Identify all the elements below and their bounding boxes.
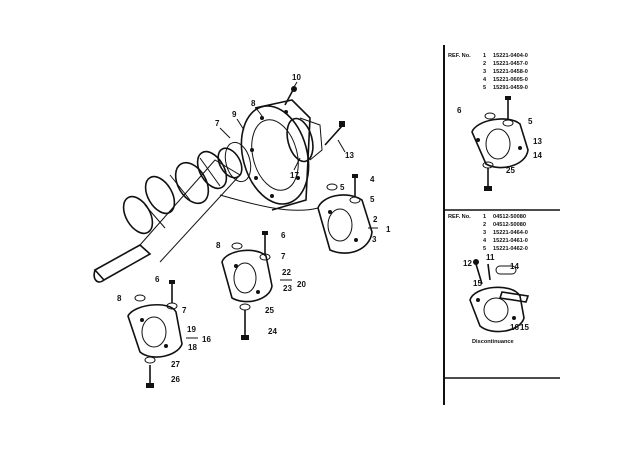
label-16: 16 (510, 323, 519, 332)
label-8b: 8 (216, 241, 221, 250)
main-callouts: 10 8 9 7 13 17 5 4 5 2 3 1 6 8 7 22 23 2… (117, 73, 391, 384)
callout-leaders (186, 81, 378, 339)
ref-num: 2 (483, 61, 486, 67)
ref-num: 4 (483, 77, 487, 83)
label-6b: 6 (155, 275, 160, 284)
main-bearing-middle (221, 249, 273, 303)
bolts-6-7-24-25 (231, 231, 271, 340)
label-22: 22 (282, 268, 291, 277)
panel-dividers (443, 45, 560, 405)
oil-seal-retainer-drawing (469, 259, 530, 333)
label-6a: 6 (281, 231, 286, 240)
label-3: 3 (372, 235, 377, 244)
label-24: 24 (268, 327, 277, 336)
bolts-4-5 (326, 174, 361, 204)
label-13: 13 (345, 151, 354, 160)
bolt-13 (324, 121, 345, 146)
label-15b: 15 (520, 323, 529, 332)
ref-code: 15221-0404-0 (493, 53, 528, 59)
label-13: 13 (533, 137, 542, 146)
label-7c: 7 (182, 306, 187, 315)
label-20: 20 (297, 280, 306, 289)
ref-num: 1 (483, 53, 486, 59)
label-17: 17 (290, 171, 299, 180)
label-4: 4 (370, 175, 375, 184)
label-12: 12 (463, 259, 472, 268)
label-5b: 5 (370, 195, 375, 204)
label-2: 2 (373, 215, 378, 224)
label-8: 8 (251, 99, 256, 108)
label-5: 5 (528, 117, 533, 126)
ref-num: 3 (483, 230, 486, 236)
label-14: 14 (510, 262, 519, 271)
ref-num: 1 (483, 214, 486, 220)
bearing-cap-top-drawing (471, 96, 529, 191)
main-bearing-front (317, 194, 373, 254)
ref-code: 15291-0459-0 (493, 85, 528, 91)
ref-code: 15221-0458-0 (493, 69, 528, 75)
main-bearing-lower (127, 304, 183, 358)
ref-code: 15221-0462-0 (493, 246, 528, 252)
label-10: 10 (292, 73, 301, 82)
label-7b: 7 (281, 252, 286, 261)
bolt-10 (284, 86, 297, 106)
ref-list-top: 1 15221-0404-0 2 15221-0457-0 3 15221-04… (483, 53, 528, 91)
label-15a: 15 (473, 279, 482, 288)
label-9: 9 (232, 110, 237, 119)
ref-list-bottom: 1 04512-50080 2 04512-50080 3 15221-0464… (483, 214, 528, 252)
ref-header-top: REF. No. (448, 53, 471, 59)
label-18: 18 (188, 343, 197, 352)
ref-code: 15221-0605-0 (493, 77, 528, 83)
ref-header-bottom: REF. No. (448, 214, 471, 220)
label-25: 25 (265, 306, 274, 315)
ref-num: 2 (483, 222, 486, 228)
label-7: 7 (215, 119, 220, 128)
bolts-6-7-8-26-27 (134, 280, 178, 388)
label-25: 25 (506, 166, 515, 175)
label-19: 19 (187, 325, 196, 334)
label-14: 14 (533, 151, 542, 160)
label-1: 1 (386, 225, 391, 234)
label-16: 16 (202, 335, 211, 344)
ref-num: 4 (483, 238, 487, 244)
crankshaft (93, 147, 243, 283)
rear-bearing-housing (224, 99, 323, 211)
label-11: 11 (486, 253, 495, 262)
label-6: 6 (457, 106, 462, 115)
panel-top: REF. No. 1 15221-0404-0 2 15221-0457-0 3… (448, 53, 542, 191)
label-5a: 5 (340, 183, 345, 192)
ref-code: 15221-0457-0 (493, 61, 528, 67)
ref-code: 04512-50080 (493, 222, 526, 228)
label-23: 23 (283, 284, 292, 293)
ref-code: 15221-0461-0 (493, 238, 528, 244)
ref-code: 04512-50080 (493, 214, 526, 220)
label-27: 27 (171, 360, 180, 369)
assembly-leader (219, 194, 319, 211)
ref-code: 15221-0464-0 (493, 230, 528, 236)
ref-num: 3 (483, 69, 486, 75)
label-26: 26 (171, 375, 180, 384)
ref-num: 5 (483, 85, 486, 91)
ref-num: 5 (483, 246, 486, 252)
discontinuance-note: Discontinuance (472, 339, 514, 345)
panel-bottom: REF. No. 1 04512-50080 2 04512-50080 3 1… (448, 214, 529, 345)
label-8c: 8 (117, 294, 122, 303)
